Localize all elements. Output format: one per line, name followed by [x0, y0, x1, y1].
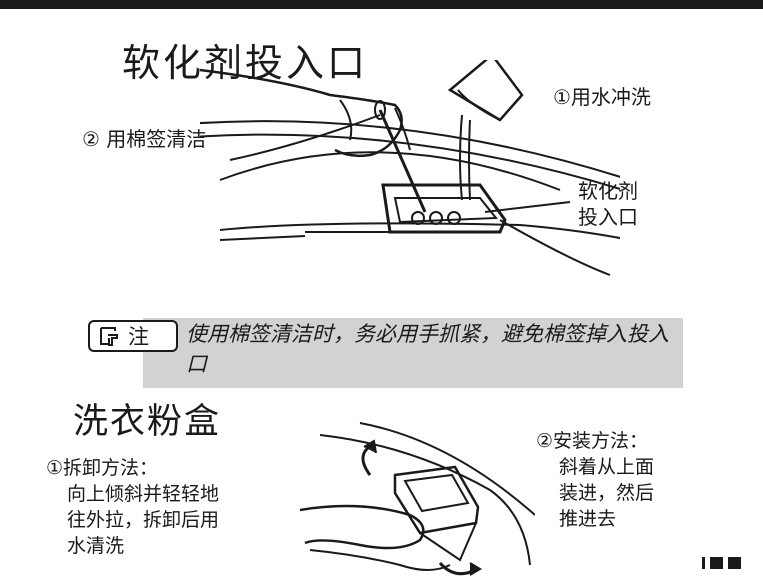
remove-method-heading: ①拆卸方法： — [46, 457, 159, 479]
note-box — [143, 318, 683, 388]
remove-method-step: ①拆卸方法： 向上倾斜并轻轻地 往外拉，拆卸后用 水清洗 — [46, 455, 219, 559]
install-method-line: 推进去 — [559, 508, 617, 530]
install-method-line: 装进，然后 — [559, 482, 655, 504]
softener-cleaning-illustration — [200, 60, 620, 276]
remove-method-line: 往外拉，拆卸后用 — [67, 509, 220, 531]
corner-mark — [710, 557, 723, 569]
note-text: 使用棉签清洁时，务必用手抓紧，避免棉签掉入投入口 — [186, 322, 669, 376]
page-corner-marks — [702, 557, 741, 569]
softener-inlet-title: 软化剂投入口 — [122, 41, 369, 85]
detergent-drawer-illustration — [300, 422, 535, 576]
remove-method-line: 水清洗 — [67, 535, 125, 557]
install-method-step: ②安装方法： 斜着从上面 装进，然后 推进去 — [536, 428, 654, 532]
corner-mark — [728, 557, 741, 569]
detergent-box-title: 洗衣粉盒 — [73, 402, 222, 442]
remove-method-line: 向上倾斜并轻轻地 — [67, 483, 220, 505]
clean-with-swab-callout: ② 用棉签清洁 — [82, 127, 207, 151]
note-badge: 注 — [88, 320, 178, 352]
top-rule — [0, 0, 763, 9]
note-label: 注 — [128, 325, 149, 349]
corner-mark — [702, 557, 705, 569]
note-pointing-hand-icon — [100, 327, 118, 346]
install-method-heading: ②安装方法： — [536, 430, 649, 452]
install-method-line: 斜着从上面 — [559, 456, 655, 478]
rinse-with-water-callout: ①用水冲洗 — [553, 85, 651, 109]
softener-inlet-callout: 软化剂 投入口 — [578, 179, 638, 229]
